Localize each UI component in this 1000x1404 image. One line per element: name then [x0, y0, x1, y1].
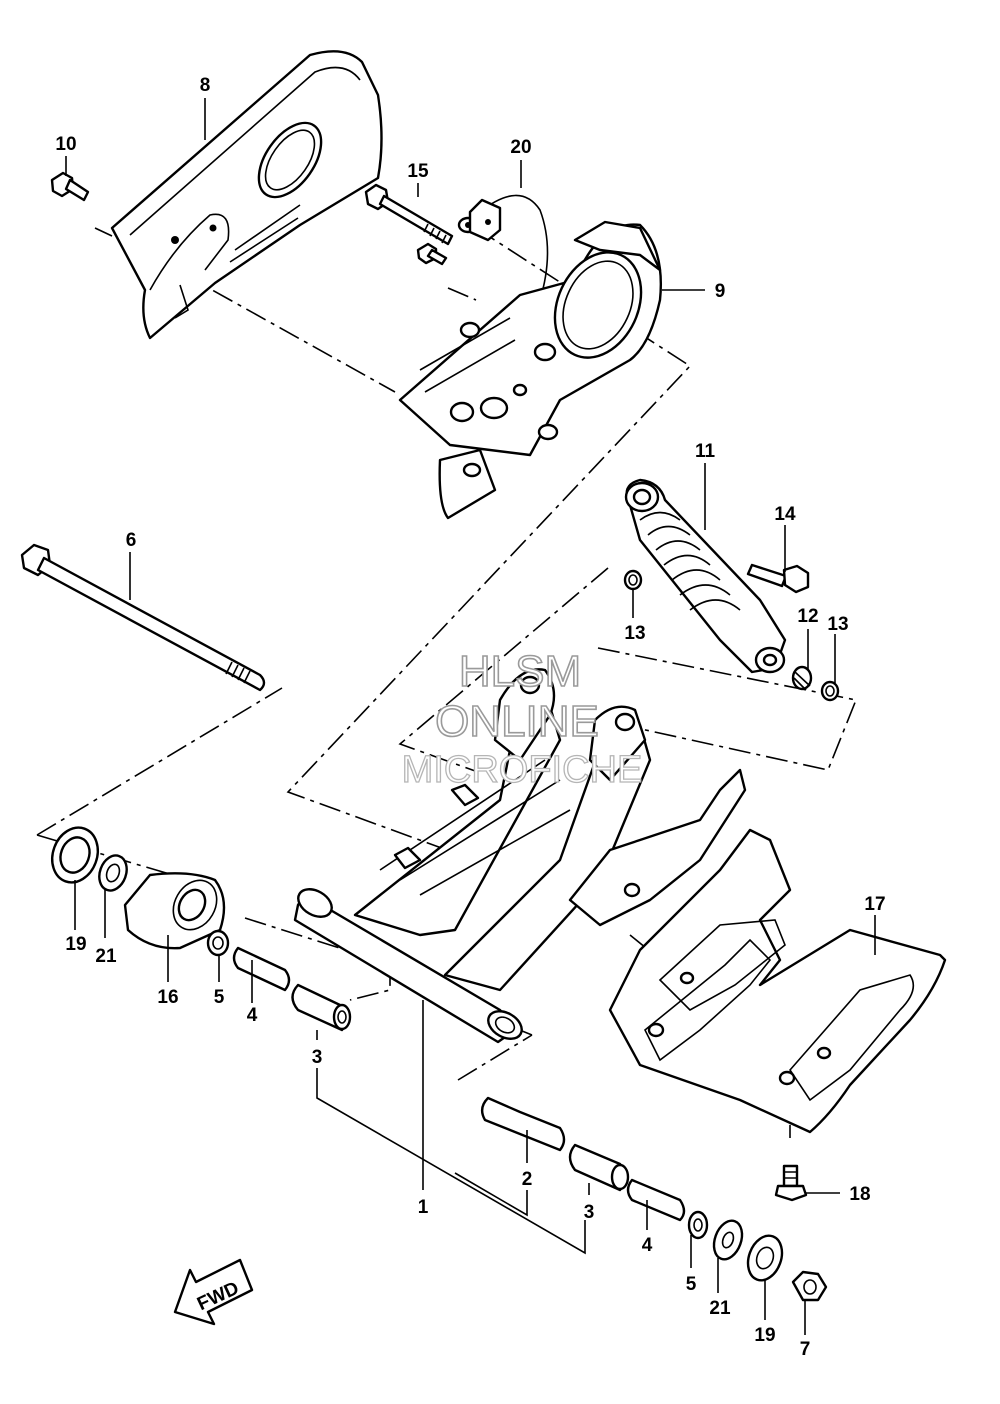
part-18-bolt: [774, 1164, 808, 1202]
part-9-bolt: [416, 242, 448, 266]
callout-19-left: 19: [65, 934, 86, 955]
part-15-bolt: [364, 183, 479, 246]
leader-lines: [65, 98, 876, 1335]
part-17-skid-plate: [608, 828, 947, 1134]
callout-13-right: 13: [827, 614, 848, 635]
callout-2: 2: [522, 1169, 533, 1190]
callout-4-right: 4: [642, 1235, 653, 1256]
callout-3-left: 3: [312, 1047, 323, 1068]
watermark-line-3: MICROFICHE: [402, 749, 643, 791]
callout-15: 15: [407, 161, 429, 182]
callout-20: 20: [510, 137, 531, 158]
watermark: HLSM ONLINE MICROFICHE: [401, 646, 643, 791]
callout-4-left: 4: [247, 1005, 258, 1026]
callout-7: 7: [800, 1339, 811, 1360]
part-11-shock-absorber: [624, 478, 787, 674]
callout-21-left: 21: [95, 946, 117, 967]
callout-6: 6: [126, 530, 137, 551]
part-1-swingarm: [293, 668, 747, 1044]
callout-18: 18: [849, 1184, 870, 1205]
callout-17: 17: [864, 894, 885, 915]
part-10-bolt: [50, 171, 90, 202]
callout-16: 16: [157, 987, 178, 1008]
part-13-washers: [623, 569, 840, 702]
callout-9: 9: [715, 281, 726, 302]
callout-3-right: 3: [584, 1202, 595, 1223]
fwd-arrow: FWD: [173, 1258, 254, 1326]
right-pivot-parts: [480, 1096, 828, 1302]
watermark-line-1: HLSM: [459, 647, 581, 696]
part-14-bolt: [746, 563, 810, 594]
left-pivot-parts: [51, 826, 352, 1032]
part-12-bushing: [791, 665, 813, 691]
callout-11: 11: [695, 441, 716, 462]
callout-13-left: 13: [624, 623, 645, 644]
callout-12: 12: [797, 606, 818, 627]
callout-5-right: 5: [686, 1274, 697, 1295]
part-9-chain-guard: [398, 220, 662, 520]
callout-5-left: 5: [214, 987, 225, 1008]
part-6-pivot-shaft: [20, 543, 266, 692]
part-20-clamp: [468, 194, 549, 323]
callout-14: 14: [774, 504, 796, 525]
callout-1: 1: [418, 1197, 429, 1218]
callout-21-right: 21: [709, 1298, 731, 1319]
watermark-line-2: ONLINE: [435, 697, 599, 746]
part-8-chain-cover: [110, 50, 383, 340]
callout-labels: 1 2 3 3 4 4 5 5 6 7 8 9 10 11 12 13 13 1…: [55, 75, 885, 1360]
callout-8: 8: [200, 75, 211, 96]
callout-19-right: 19: [754, 1325, 775, 1346]
callout-10: 10: [55, 134, 76, 155]
